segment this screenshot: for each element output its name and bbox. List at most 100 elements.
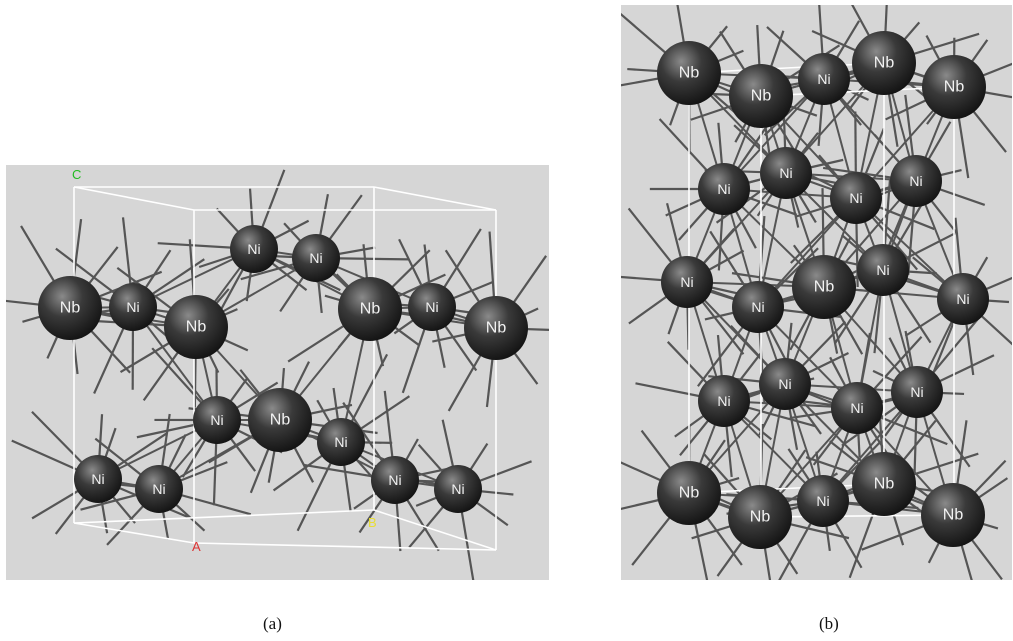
atom-label: Ni — [778, 376, 791, 392]
atom-sphere — [292, 234, 340, 282]
atom-sphere — [852, 31, 916, 95]
atom-ni: Ni — [830, 172, 882, 224]
atom-ni: Ni — [698, 375, 750, 427]
atom-label: Nb — [944, 79, 965, 96]
cell-edge — [73, 522, 195, 544]
atom-ni: Ni — [434, 465, 482, 513]
atom-nb: Nb — [164, 295, 228, 359]
atom-sphere — [830, 172, 882, 224]
unit-cell-outline — [73, 186, 497, 551]
atom-label: Ni — [850, 400, 863, 416]
atom-nb: Nb — [728, 485, 792, 549]
atom-sphere — [164, 295, 228, 359]
atom-sphere — [760, 147, 812, 199]
atom-label: Nb — [186, 319, 207, 336]
atom-sphere — [831, 382, 883, 434]
atom-nb: Nb — [464, 296, 528, 360]
atom-label: Ni — [849, 190, 862, 206]
atom-sphere — [657, 461, 721, 525]
atom-ni: Ni — [798, 53, 850, 105]
atom-label: Nb — [943, 507, 964, 524]
cell-edge — [759, 514, 954, 518]
atom-sphere — [464, 296, 528, 360]
atom-ni: Ni — [317, 418, 365, 466]
atom-label: Nb — [874, 55, 895, 72]
atom-label: Ni — [779, 165, 792, 181]
crystal-structure-b: NbNbNiNbNbNiNiNiNiNiNiNbNiNiNiNiNiNiNbNb… — [621, 5, 1012, 580]
atom-sphere — [857, 244, 909, 296]
atom-ni: Ni — [857, 244, 909, 296]
atom-label: Ni — [152, 481, 165, 497]
caption-b: (b) — [819, 614, 839, 633]
atom-nb: Nb — [922, 55, 986, 119]
atom-nb: Nb — [852, 452, 916, 516]
atom-ni: Ni — [74, 455, 122, 503]
atom-layer: NbNbNiNbNbNiNiNiNiNiNiNbNiNiNiNiNiNiNbNb… — [657, 31, 989, 549]
atom-label: Ni — [956, 291, 969, 307]
atom-label: Nb — [360, 301, 381, 318]
atom-ni: Ni — [230, 225, 278, 273]
cell-edge — [193, 542, 497, 551]
atom-sphere — [408, 283, 456, 331]
atom-label: Ni — [680, 274, 693, 290]
cell-edge — [688, 483, 885, 494]
atom-sphere — [248, 388, 312, 452]
atom-ni: Ni — [193, 396, 241, 444]
caption-a: (a) — [263, 614, 282, 633]
atom-sphere — [698, 163, 750, 215]
atom-sphere — [135, 465, 183, 513]
atom-sphere — [193, 396, 241, 444]
atom-ni: Ni — [797, 475, 849, 527]
atom-sphere — [661, 256, 713, 308]
atom-nb: Nb — [657, 461, 721, 525]
atom-label: Ni — [247, 241, 260, 257]
atom-label: Ni — [751, 299, 764, 315]
atom-label: Ni — [91, 471, 104, 487]
cell-edge — [373, 186, 497, 211]
atom-label: Nb — [270, 412, 291, 429]
atom-label: Nb — [679, 485, 700, 502]
atom-ni: Ni — [759, 358, 811, 410]
atom-nb: Nb — [248, 388, 312, 452]
atom-ni: Ni — [661, 256, 713, 308]
atom-ni: Ni — [698, 163, 750, 215]
atom-sphere — [109, 283, 157, 331]
atom-sphere — [890, 155, 942, 207]
atom-label: Ni — [817, 71, 830, 87]
atom-sphere — [371, 456, 419, 504]
atom-sphere — [759, 358, 811, 410]
atom-ni: Ni — [831, 382, 883, 434]
atom-sphere — [657, 41, 721, 105]
atom-label: Ni — [126, 299, 139, 315]
atom-label: Ni — [309, 250, 322, 266]
atom-nb: Nb — [729, 64, 793, 128]
atom-sphere — [728, 485, 792, 549]
atom-ni: Ni — [891, 366, 943, 418]
cell-edge — [373, 509, 497, 551]
atom-sphere — [798, 53, 850, 105]
atom-sphere — [317, 418, 365, 466]
atom-label: Nb — [486, 320, 507, 337]
atom-ni: Ni — [760, 147, 812, 199]
atom-nb: Nb — [921, 483, 985, 547]
atom-nb: Nb — [792, 255, 856, 319]
atom-sphere — [729, 64, 793, 128]
atom-label: Ni — [425, 299, 438, 315]
atom-sphere — [230, 225, 278, 273]
atom-sphere — [434, 465, 482, 513]
atom-label: Nb — [814, 279, 835, 296]
atom-sphere — [891, 366, 943, 418]
atom-nb: Nb — [852, 31, 916, 95]
atom-label: Ni — [210, 412, 223, 428]
atom-nb: Nb — [338, 277, 402, 341]
atom-sphere — [38, 276, 102, 340]
axis-label-c: C — [72, 167, 81, 182]
atom-ni: Ni — [371, 456, 419, 504]
atom-ni: Ni — [292, 234, 340, 282]
atom-sphere — [937, 273, 989, 325]
atom-ni: Ni — [732, 281, 784, 333]
atom-label: Nb — [750, 509, 771, 526]
